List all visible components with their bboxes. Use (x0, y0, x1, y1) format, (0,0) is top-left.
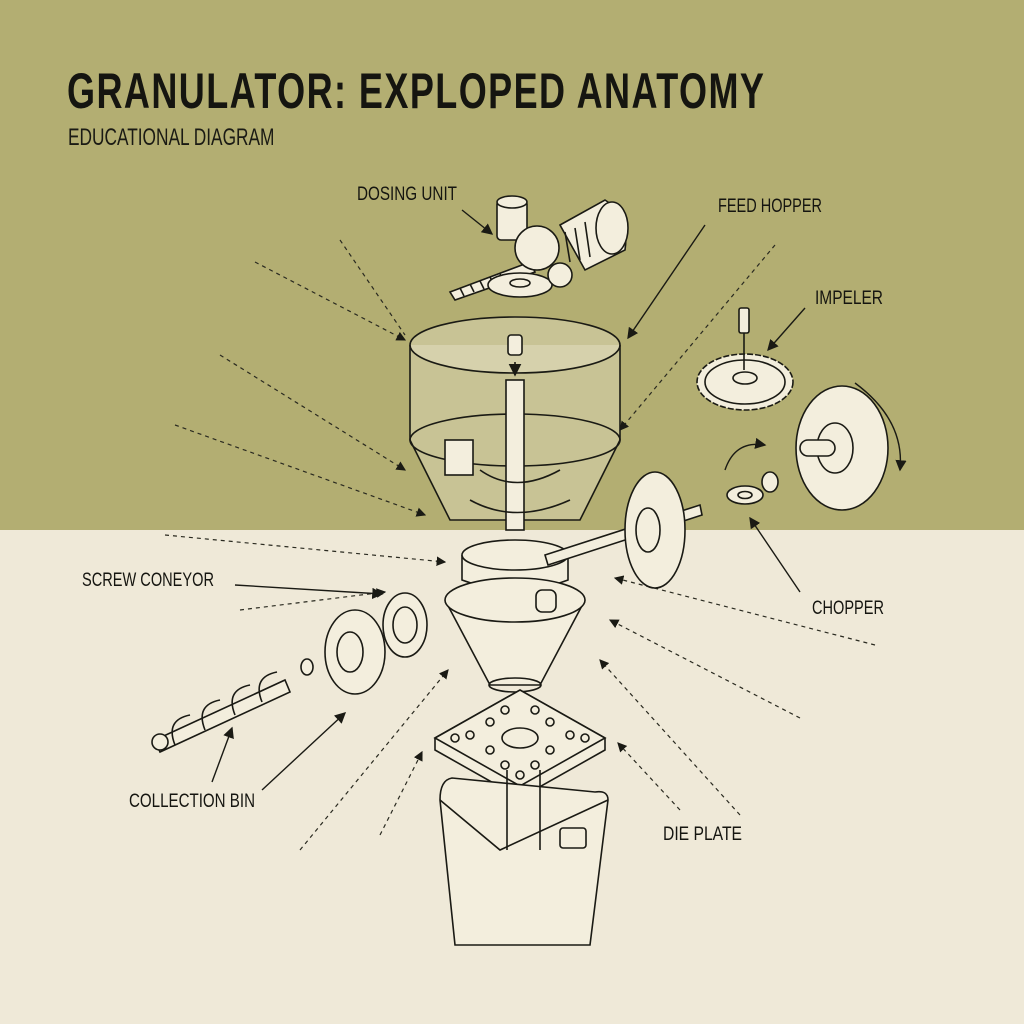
page-subtitle: EDUCATIONAL DIAGRAM (68, 124, 275, 151)
label-impeler: IMPELER (815, 288, 883, 309)
chopper-part (544, 437, 779, 589)
label-die-plate: DIE PLATE (663, 824, 742, 845)
screw-conveyor-part (151, 592, 428, 754)
feed-hopper-part (409, 316, 621, 531)
die-plate-part (433, 689, 607, 799)
impeler-part (696, 307, 907, 511)
label-collection-bin: COLLECTION BIN (129, 791, 255, 812)
label-feed-hopper: FEED HOPPER (718, 196, 822, 217)
collection-bin-part (439, 770, 609, 946)
label-chopper: CHOPPER (812, 598, 884, 619)
leader-arrows (211, 209, 806, 791)
explosion-lines (164, 239, 876, 851)
dosing-unit-part (448, 195, 629, 301)
granulator-bowl-part (444, 539, 586, 693)
label-screw-conveyor: SCREW CONEYOR (82, 570, 214, 591)
page-title: GRANULATOR: EXPLOPED ANATOMY (67, 63, 766, 119)
label-dosing-unit: DOSING UNIT (357, 184, 457, 205)
